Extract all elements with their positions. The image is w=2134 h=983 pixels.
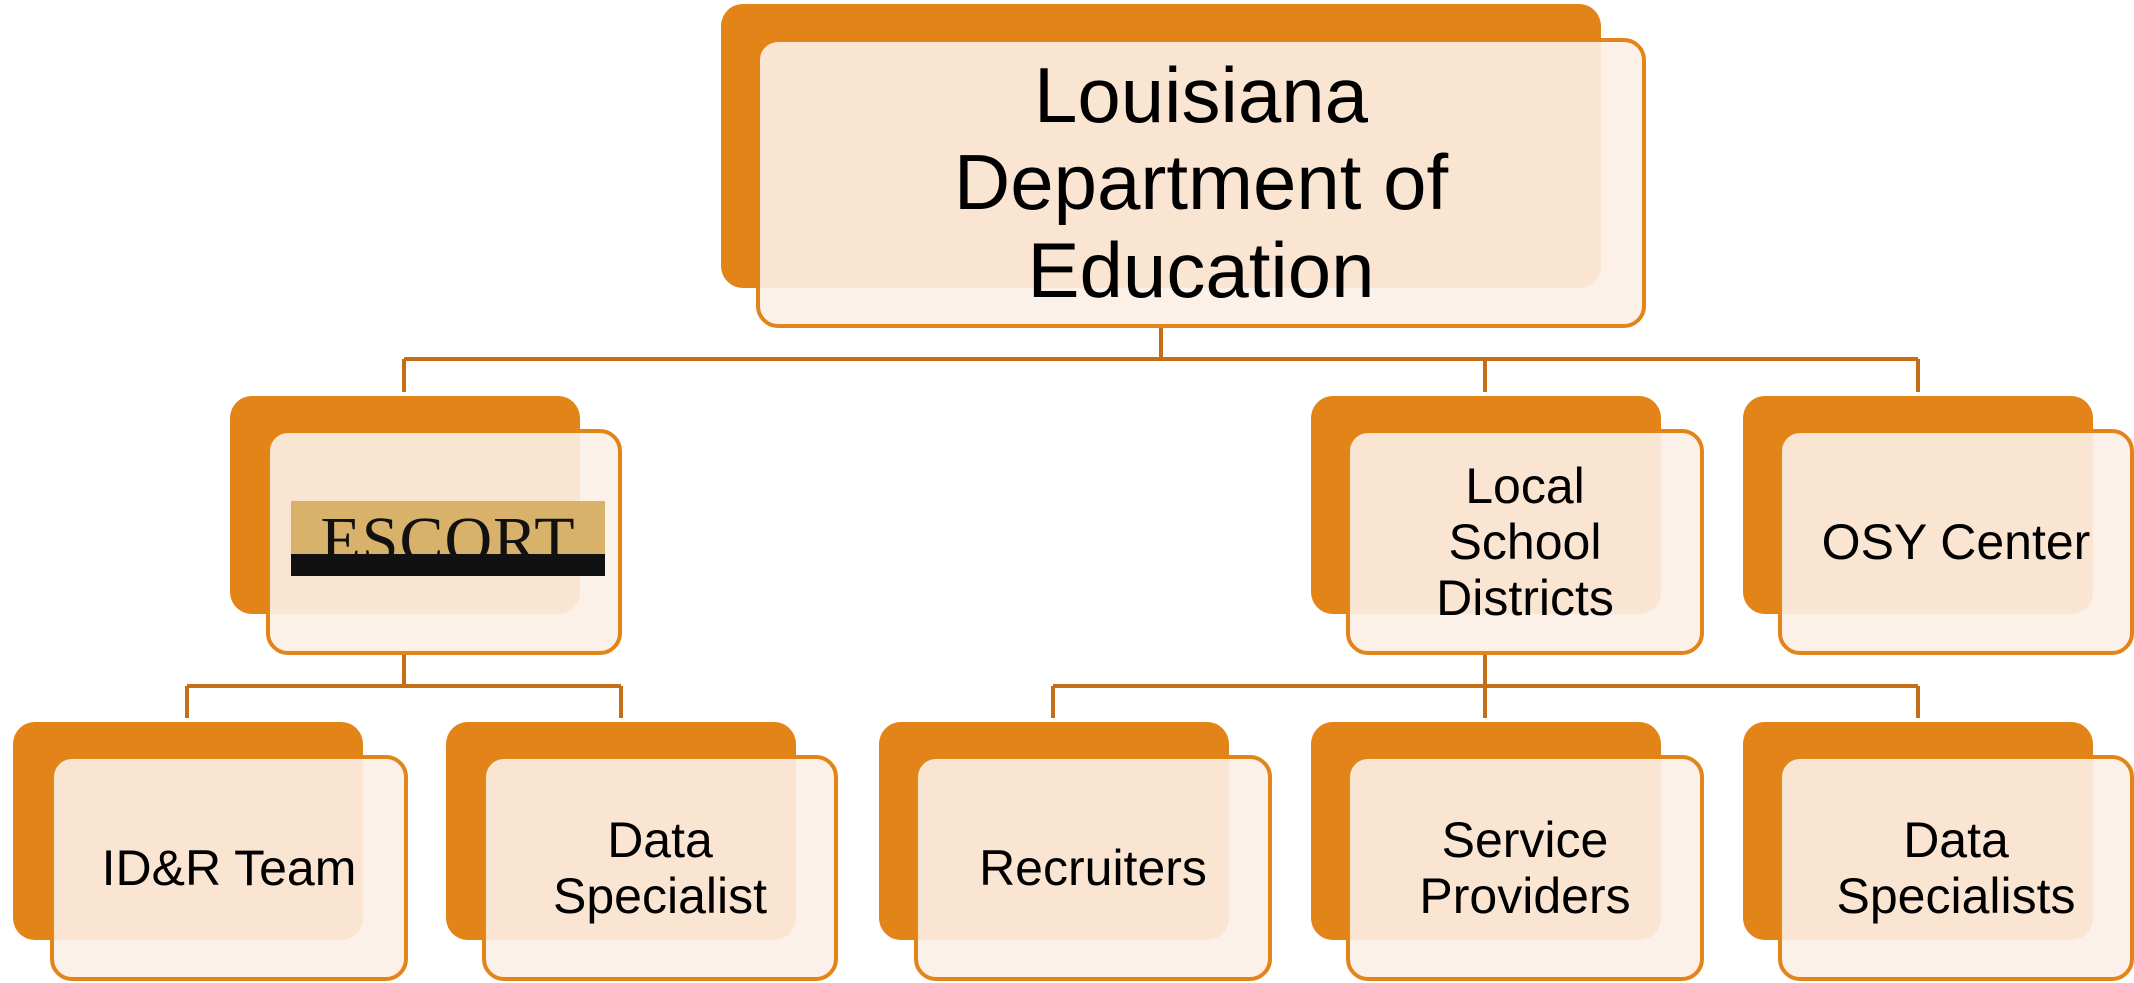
data-specialist-label: Data Specialist — [553, 812, 767, 924]
districts-label: Local School Districts — [1436, 458, 1614, 626]
osy-node: OSY Center — [1778, 429, 2134, 655]
escort-logo-tagline-strip — [291, 554, 605, 576]
root-label: Louisiana Department of Education — [953, 50, 1449, 314]
escort-logo: ESCORT — [291, 501, 605, 577]
data-specialist-node: Data Specialist — [482, 755, 838, 981]
data-specialists-label: Data Specialists — [1836, 812, 2076, 924]
root-node: Louisiana Department of Education — [756, 38, 1646, 328]
idr-label: ID&R Team — [101, 840, 357, 896]
recruiters-node: Recruiters — [914, 755, 1272, 981]
service-providers-label: Service Providers — [1419, 812, 1631, 924]
service-providers-node: Service Providers — [1346, 755, 1704, 981]
idr-node: ID&R Team — [50, 755, 408, 981]
recruiters-label: Recruiters — [979, 840, 1207, 896]
districts-node: Local School Districts — [1346, 429, 1704, 655]
data-specialists-node: Data Specialists — [1778, 755, 2134, 981]
osy-label: OSY Center — [1821, 514, 2091, 570]
escort-node: ESCORT — [266, 429, 622, 655]
